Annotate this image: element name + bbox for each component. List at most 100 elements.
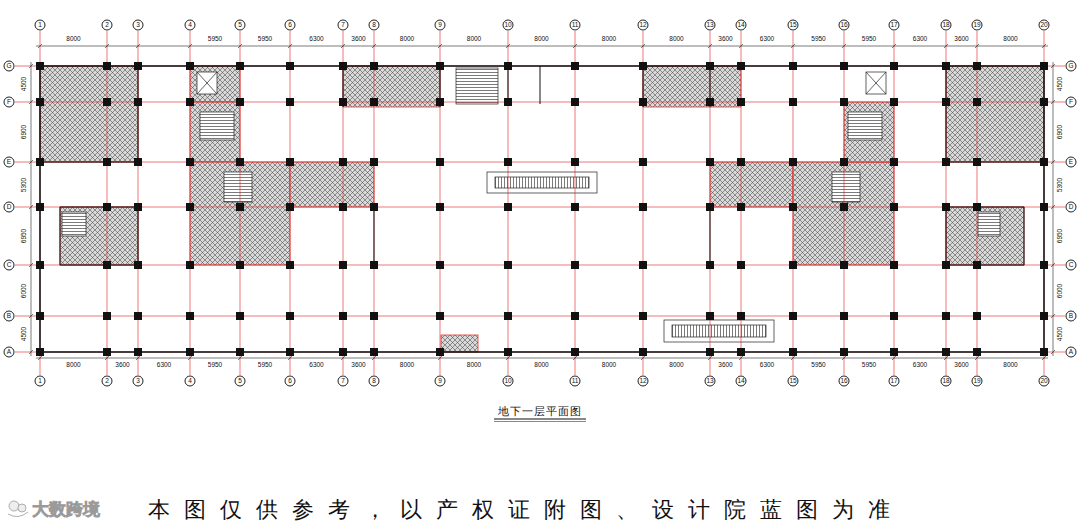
watermark: 大数跨境 (32, 501, 100, 518)
axis-number: 16 (839, 376, 850, 387)
axis-number: B (1066, 311, 1077, 322)
columns (36, 62, 1048, 356)
dimension-text: 3600 (953, 36, 969, 43)
axis-number: 4 (185, 376, 196, 387)
axis-number: C (1066, 260, 1077, 271)
axis-number: 20 (1039, 376, 1050, 387)
dimension-text: 5950 (861, 36, 877, 43)
axis-number: 16 (839, 20, 850, 31)
axis-number: 12 (638, 20, 649, 31)
axis-number: 4 (185, 20, 196, 31)
axis-number: 11 (570, 20, 581, 31)
axis-number: C (4, 260, 15, 271)
dimension-text: 3600 (114, 362, 130, 369)
dimension-text: 8000 (533, 36, 549, 43)
dimension-text: 6300 (308, 362, 324, 369)
axis-number: 9 (435, 376, 446, 387)
dimension-text: 6300 (759, 36, 775, 43)
axis-number: 8 (369, 20, 380, 31)
dimension-text: 8000 (601, 362, 617, 369)
axis-number: A (1066, 347, 1077, 358)
dimension-text: 5300 (21, 176, 28, 192)
axis-number: 10 (503, 20, 514, 31)
axis-number: 20 (1039, 20, 1050, 31)
dimension-text: 6300 (912, 362, 928, 369)
axis-number: 15 (788, 376, 799, 387)
axis-number: 9 (435, 20, 446, 31)
dimension-text: 4500 (21, 76, 28, 92)
dimension-text: 6300 (156, 362, 172, 369)
dimension-text: 8000 (533, 362, 549, 369)
dimension-text: 3600 (350, 36, 366, 43)
dimension-text: 6300 (912, 36, 928, 43)
dimension-text: 8000 (65, 362, 81, 369)
axis-number: 1 (35, 20, 46, 31)
dimension-text: 4500 (1057, 76, 1064, 92)
dimension-text: 6900 (1057, 124, 1064, 140)
axis-number: G (4, 61, 15, 72)
axis-number: A (4, 347, 15, 358)
disclaimer-note: 本图仅供参考，以产权证附图、设计院蓝图为准 (148, 499, 904, 521)
axis-number: 2 (102, 20, 113, 31)
dimension-text: 5300 (1057, 176, 1064, 192)
axis-number: 13 (705, 20, 716, 31)
dimension-text: 5950 (810, 362, 826, 369)
axis-number: E (1066, 157, 1077, 168)
axis-number: 2 (102, 376, 113, 387)
dimension-text: 8000 (466, 36, 482, 43)
stairs (62, 68, 1000, 342)
axis-number: 14 (736, 376, 747, 387)
dimension-text: 5950 (257, 36, 273, 43)
dimension-text: 6900 (21, 124, 28, 140)
grid-axes (15, 31, 1065, 375)
dimension-text: 5950 (207, 36, 223, 43)
watermark-logo (8, 501, 28, 517)
dimension-text: 5950 (861, 362, 877, 369)
axis-number: 7 (338, 20, 349, 31)
axis-number: 5 (235, 376, 246, 387)
axis-number: 19 (972, 20, 983, 31)
dimension-text: 8000 (668, 362, 684, 369)
dimension-text: 3600 (350, 362, 366, 369)
dimension-lines (29, 44, 1055, 360)
dimension-text: 6950 (1057, 228, 1064, 244)
dimension-text: 6300 (308, 36, 324, 43)
axis-number: B (4, 311, 15, 322)
axis-number: 13 (705, 376, 716, 387)
axis-number: 3 (133, 376, 144, 387)
axis-number: F (4, 97, 15, 108)
dimension-text: 8000 (399, 362, 415, 369)
axis-number: 17 (889, 20, 900, 31)
dimension-text: 8000 (668, 36, 684, 43)
axis-number: D (1066, 202, 1077, 213)
dimension-text: 6300 (759, 362, 775, 369)
axis-number: 10 (503, 376, 514, 387)
dimension-text: 5950 (207, 362, 223, 369)
dimension-text: 6950 (21, 228, 28, 244)
dimension-text: 8000 (466, 362, 482, 369)
dimension-text: 6000 (1057, 282, 1064, 298)
axis-number: 17 (889, 376, 900, 387)
title-underline (494, 419, 586, 422)
axis-number: 6 (285, 20, 296, 31)
axis-number: G (1066, 61, 1077, 72)
axis-number: 14 (736, 20, 747, 31)
dimension-text: 4500 (21, 326, 28, 342)
axis-number: F (1066, 97, 1077, 108)
axis-number: E (4, 157, 15, 168)
dimension-text: 3600 (717, 36, 733, 43)
dimension-text: 8000 (399, 36, 415, 43)
axis-number: 5 (235, 20, 246, 31)
axis-number: D (4, 202, 15, 213)
dimension-text: 5950 (257, 362, 273, 369)
axis-number: 18 (941, 376, 952, 387)
axis-number: 12 (638, 376, 649, 387)
axis-number: 8 (369, 376, 380, 387)
dimension-text: 3600 (717, 362, 733, 369)
axis-number: 11 (570, 376, 581, 387)
axis-number: 6 (285, 376, 296, 387)
axis-number: 1 (35, 376, 46, 387)
dimension-text: 4500 (1057, 326, 1064, 342)
dimension-text: 5950 (810, 36, 826, 43)
